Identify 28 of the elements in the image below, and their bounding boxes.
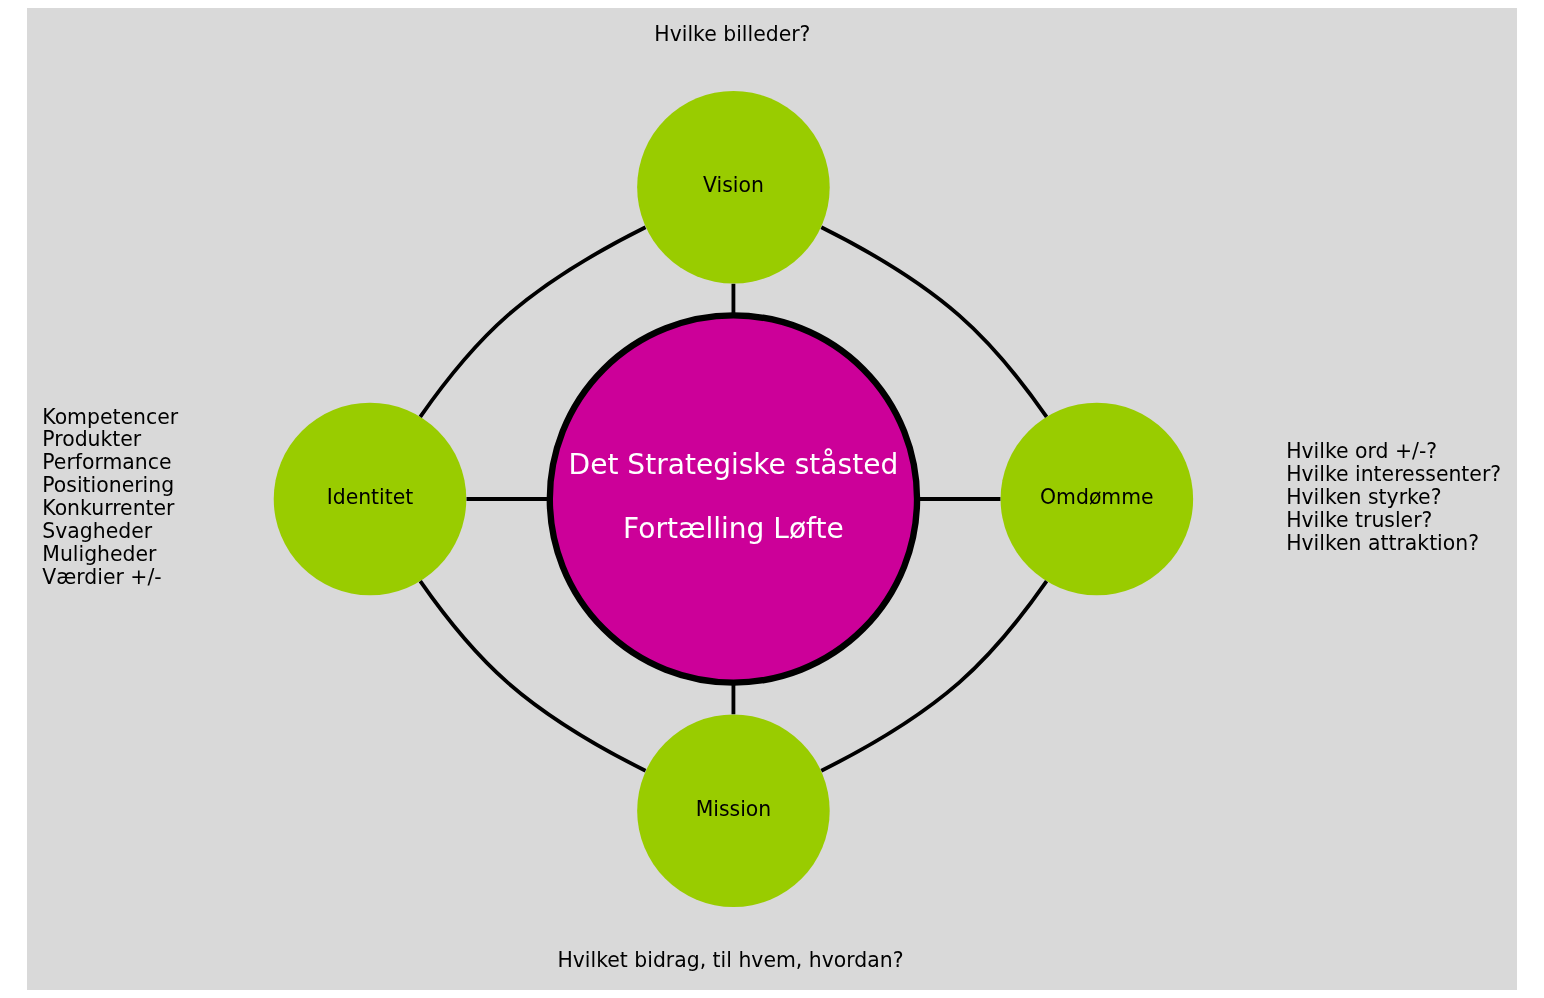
node-label: Kompetencer <box>42 404 179 429</box>
node-circle: Omdømme <box>1000 402 1194 596</box>
node-label: Konkurrenter <box>42 496 175 521</box>
node-label: Hvilke trusler? <box>1286 507 1433 532</box>
node-label: Hvilken attraktion? <box>1286 530 1480 555</box>
node-label: Hvilke ord +/-? <box>1286 438 1438 463</box>
node-label: Hvilke billeder? <box>654 21 811 46</box>
node-label: Svagheder <box>42 519 153 544</box>
node-label: Hvilke interessenter? <box>1286 461 1502 486</box>
connector <box>820 225 1049 418</box>
node-circle: Identitet <box>273 402 467 596</box>
node-label: Værdier +/- <box>42 565 162 590</box>
node-circle: Mission <box>637 714 830 908</box>
node-label: Muligheder <box>42 542 157 567</box>
node-circle: Vision <box>637 90 830 284</box>
connector <box>917 497 1001 501</box>
connector <box>418 580 647 773</box>
connector <box>418 225 647 418</box>
node-label: Positionering <box>42 473 175 498</box>
connector <box>731 283 736 316</box>
connector <box>820 580 1049 773</box>
connector <box>731 682 736 715</box>
node-label: Performance <box>42 450 172 475</box>
node-label: Hvilket bidrag, til hvem, hvordan? <box>557 947 904 972</box>
connector <box>466 497 550 501</box>
node-label: Produkter <box>42 427 142 452</box>
node-circle: Det Strategiske ståsted Fortælling Løfte <box>546 312 921 686</box>
node-label: Hvilken styrke? <box>1286 484 1442 509</box>
